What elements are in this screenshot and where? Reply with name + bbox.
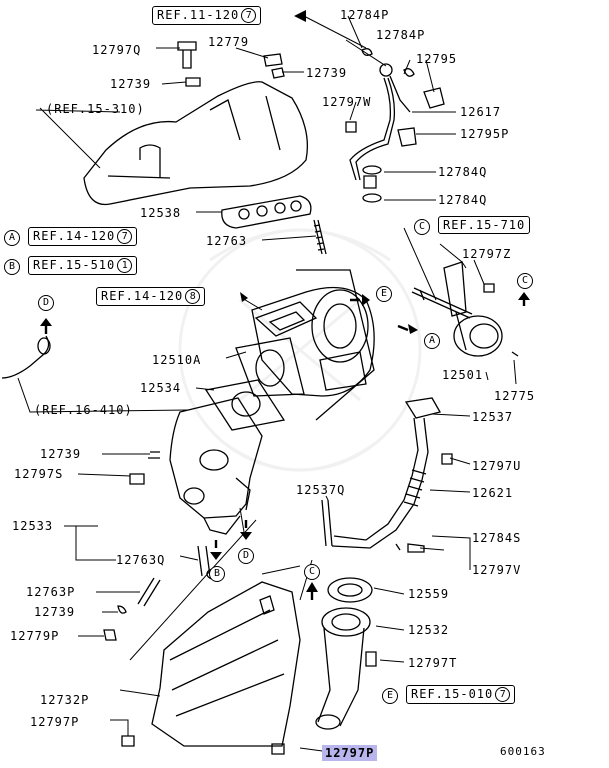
arrows	[40, 10, 530, 592]
part-label[interactable]: 12533	[12, 519, 54, 533]
part-label[interactable]: 12532	[408, 623, 450, 637]
part-label-highlighted[interactable]: 12797P	[322, 745, 378, 761]
part-label[interactable]: 12537	[472, 410, 514, 424]
part-label[interactable]: 12779	[208, 35, 250, 49]
oil-pipe-12617	[349, 77, 417, 203]
part-label[interactable]: 12621	[472, 486, 514, 500]
stud-12763	[313, 219, 327, 255]
part-label[interactable]: 12797W	[322, 95, 372, 109]
top-hardware	[177, 41, 445, 133]
marker-B-lower: B	[209, 566, 225, 582]
part-label[interactable]: 12510A	[152, 353, 202, 367]
part-label[interactable]: 12534	[140, 381, 182, 395]
part-label[interactable]: 12797V	[472, 563, 522, 577]
part-label[interactable]: 12795	[416, 52, 458, 66]
part-label[interactable]: 12732P	[40, 693, 90, 707]
part-label[interactable]: 12797Q	[92, 43, 142, 57]
turbocharger-housing	[235, 269, 375, 421]
marker-D-top: D	[38, 295, 54, 311]
part-label[interactable]: 12739	[40, 447, 82, 461]
arrow-shafts	[44, 298, 526, 600]
heat-protector-lower	[151, 581, 301, 747]
part-label[interactable]: 12775	[494, 389, 536, 403]
leader-lines	[17, 13, 517, 753]
part-label[interactable]: 12739	[306, 66, 348, 80]
marker-E-turbo: E	[376, 286, 392, 302]
marker-C-lower: C	[304, 564, 320, 580]
marker-A-ref: A	[4, 230, 20, 246]
marker-C-ref: C	[414, 219, 430, 235]
ref-15-710[interactable]: REF.15-710	[438, 216, 531, 234]
part-label[interactable]: 12784Q	[438, 193, 488, 207]
part-label[interactable]: 12537Q	[296, 483, 346, 497]
ref-16-410[interactable]: (REF.16-410)	[34, 403, 133, 417]
hose-D	[1, 335, 51, 379]
marker-D-lower: D	[238, 548, 254, 564]
gasket-12538	[221, 195, 312, 229]
part-label[interactable]: 12797U	[472, 459, 522, 473]
part-label[interactable]: 12559	[408, 587, 450, 601]
heat-protector-upper	[83, 81, 309, 206]
marker-B-ref: B	[4, 259, 20, 275]
part-label[interactable]: 12784P	[340, 8, 390, 22]
oil-return-pipe-12621	[331, 397, 453, 553]
part-label[interactable]: 12784P	[376, 28, 426, 42]
part-label[interactable]: 12797P	[30, 715, 80, 729]
bottom-bolts	[121, 735, 285, 755]
part-label[interactable]: 12538	[140, 206, 182, 220]
part-label[interactable]: 12617	[460, 105, 502, 119]
watermark-logo	[178, 228, 422, 472]
exhaust-outlet-12533	[169, 397, 263, 535]
gasket-12534	[204, 379, 286, 431]
part-label[interactable]: 12779P	[10, 629, 60, 643]
part-label[interactable]: 12797T	[408, 656, 458, 670]
part-label[interactable]: 12763	[206, 234, 248, 248]
ref-15-310[interactable]: (REF.15-310)	[46, 102, 145, 116]
marker-A-turbo: A	[424, 333, 440, 349]
part-label[interactable]: 12763P	[26, 585, 76, 599]
diagram-id: 600163	[500, 745, 546, 758]
part-label[interactable]: 12784S	[472, 531, 522, 545]
part-label[interactable]: 12795P	[460, 127, 510, 141]
studs-left	[103, 451, 222, 641]
marker-E-ref: E	[382, 688, 398, 704]
marker-C-right: C	[517, 273, 533, 289]
part-label[interactable]: 12763Q	[116, 553, 166, 567]
wastegate-actuator-12501	[411, 261, 519, 357]
part-label[interactable]: 12739	[110, 77, 152, 91]
part-label[interactable]: 12784Q	[438, 165, 488, 179]
part-label[interactable]: 12501	[442, 368, 484, 382]
front-pipe-12532	[315, 577, 377, 730]
part-label[interactable]: 12739	[34, 605, 76, 619]
part-label[interactable]: 12797S	[14, 467, 64, 481]
gasket-12537Q	[321, 499, 333, 547]
part-label[interactable]: 12797Z	[462, 247, 512, 261]
